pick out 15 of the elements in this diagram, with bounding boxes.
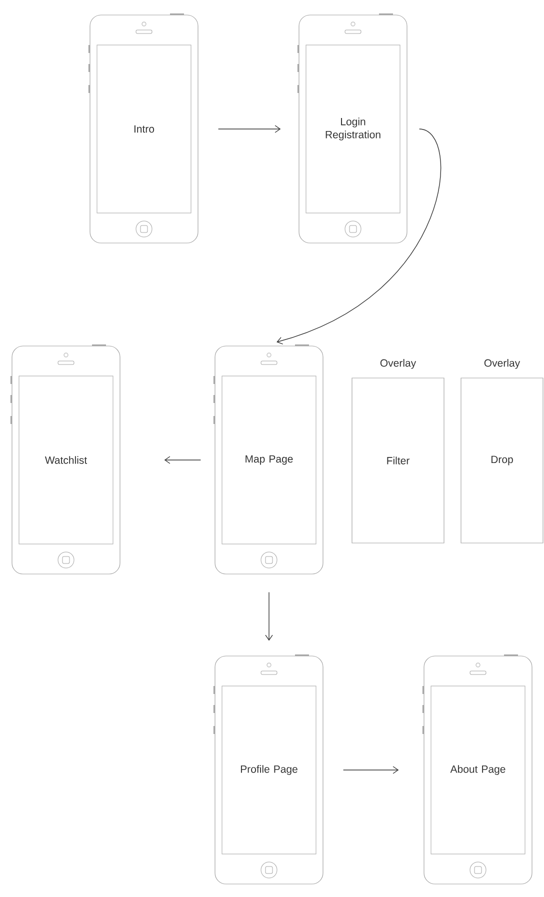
overlay-screen: Overlay Filter (352, 359, 444, 544)
arrow (164, 456, 202, 464)
overlay-screen: Overlay Drop (460, 359, 544, 544)
phone-mockup: Watchlist (10, 344, 120, 574)
phone-mockup: Map Page (213, 344, 324, 574)
phone-mockup: Intro (88, 13, 198, 244)
phone-mockup: Login Registration (297, 13, 408, 244)
node-label: Overlay (484, 359, 520, 369)
arrow (265, 592, 273, 641)
node-label: Overlay (380, 359, 416, 369)
phone-mockup: About Page (422, 654, 532, 884)
arrow (218, 125, 281, 133)
phone-mockup: Profile Page (213, 654, 324, 884)
arrow (276, 128, 441, 344)
arrow (342, 766, 399, 774)
